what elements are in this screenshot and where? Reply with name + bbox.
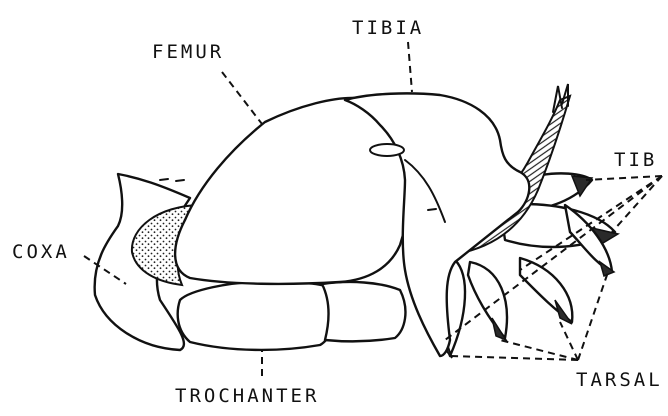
femur-segment xyxy=(175,98,409,284)
label-femur: FEMUR xyxy=(152,41,224,63)
label-tibia-right: TIB xyxy=(614,149,657,171)
trochanter-segment xyxy=(178,282,406,350)
mark xyxy=(160,179,168,180)
label-coxa: COXA xyxy=(12,241,70,263)
mark xyxy=(176,180,184,181)
label-tarsal: TARSAL xyxy=(576,369,663,391)
label-trochanter: TROCHANTER xyxy=(175,385,319,407)
label-tibia-top: TIBIA xyxy=(352,17,424,39)
mark xyxy=(428,209,436,210)
